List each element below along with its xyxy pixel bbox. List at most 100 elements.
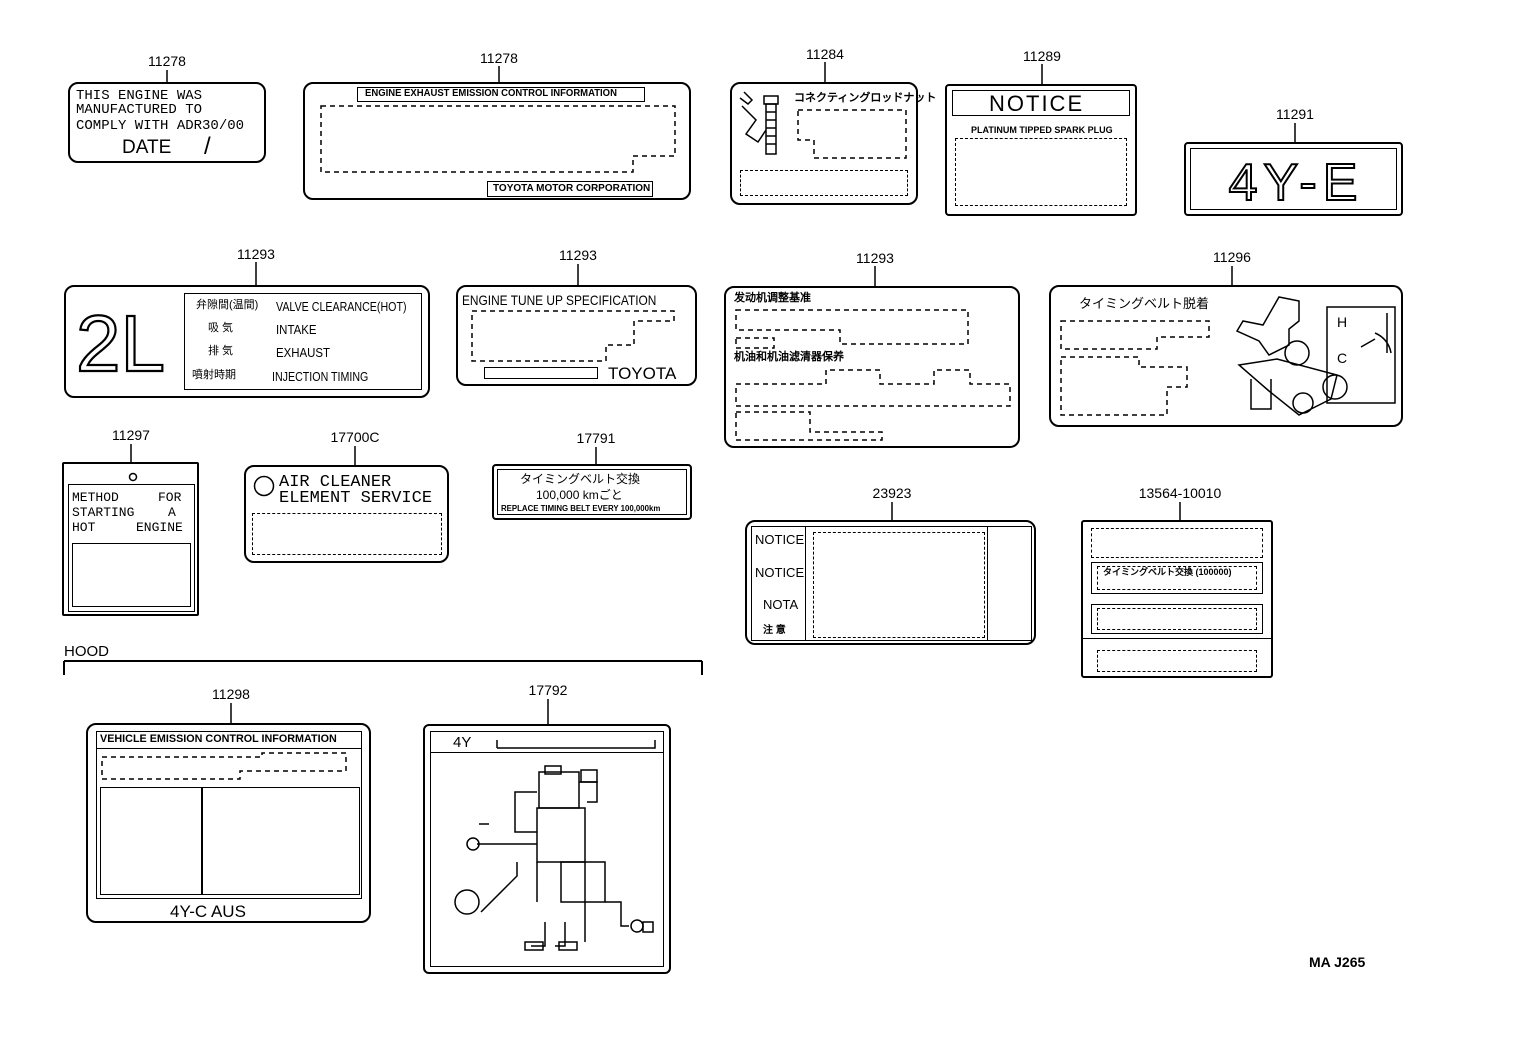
hotstart-word-2: FOR <box>158 490 182 505</box>
notice2-left-divider <box>805 526 806 641</box>
notice2-right-divider <box>987 526 988 641</box>
timingbelt-title: タイミングベルト脱着 <box>1079 296 1210 311</box>
engine-2l-outline: 2L <box>75 301 166 385</box>
multilingual-notice-label: NOTICE NOTICE NOTA 注 意 <box>745 520 1036 645</box>
part-number-11297: 11297 <box>112 427 150 443</box>
chinese-tune-up-label: 发动机调整基准 机油和机油滤清器保养 <box>724 286 1020 448</box>
vacuum-hose-diagram-label: 4Y <box>423 724 671 974</box>
tuneup-dashed-area <box>471 310 675 362</box>
adr-line-2: MANUFACTURED TO <box>76 102 203 118</box>
adr-line-1: THIS ENGINE WAS <box>76 88 203 104</box>
timingbelt-h: H <box>1337 314 1348 330</box>
connrod-dashed-area <box>797 109 907 159</box>
hotstart-word-5: HOT <box>72 520 96 535</box>
vacuum-title-rule <box>430 752 664 753</box>
engine-4ye-outline: 4Y-E <box>1228 153 1364 208</box>
vacuum-bracket <box>496 740 656 749</box>
lbl13564-frame-3 <box>1091 604 1263 634</box>
valve-clearance-2l-label: 2L 弁隙間(温間) VALVE CLEARANCE(HOT) 吸 気 INTA… <box>64 285 430 398</box>
notice-title: NOTICE <box>989 91 1085 116</box>
drawing-code: MA J265 <box>1309 954 1366 970</box>
engine-4ye-text: 4Y-E <box>1229 154 1364 208</box>
chinese-line-1: 发动机调整基准 <box>734 292 811 304</box>
notice2-row-1: NOTICE <box>755 532 805 547</box>
vehicle-header: VEHICLE EMISSION CONTROL INFORMATION <box>100 733 337 745</box>
connrod-title: コネクティングロッドナット <box>794 92 937 104</box>
vacuum-title: 4Y <box>453 734 472 751</box>
hotstart-frame <box>68 484 195 612</box>
exhaust-footer: TOYOTA MOTOR CORPORATION <box>493 183 651 194</box>
aircleaner-dashed-area <box>252 513 442 555</box>
hotstart-word-3: STARTING <box>72 505 135 520</box>
tuneup-brand: TOYOTA <box>608 364 677 383</box>
notice2-row-3: NOTA <box>763 597 799 612</box>
lbl13564-box-1 <box>1091 528 1263 558</box>
vehicle-footer: 4Y-C AUS <box>170 902 246 921</box>
part-number-17792: 17792 <box>528 682 568 698</box>
lbl13564-mid-box <box>1097 566 1257 590</box>
timing-belt-removal-label: タイミングベルト脱着 H C <box>1049 285 1403 427</box>
valve-row-3-en: EXHAUST <box>276 345 331 360</box>
part-number-11278-a: 11278 <box>148 53 186 69</box>
engine-tune-up-label: ENGINE TUNE UP SPECIFICATION TOYOTA <box>456 285 697 386</box>
notice2-inner <box>751 526 1032 641</box>
vehicle-frame <box>96 731 362 899</box>
valve-row-4-en: INJECTION TIMING <box>272 369 369 384</box>
hotstart-word-1: METHOD <box>72 490 119 505</box>
part-number-11293-c: 11293 <box>856 250 894 266</box>
lbl13564-box-4 <box>1097 650 1257 672</box>
valve-row-4-jp: 噴射時期 <box>192 369 236 381</box>
adr-line-3: COMPLY WITH ADR30/00 <box>76 118 245 134</box>
chinese-line-2: 机油和机油滤清器保养 <box>734 351 844 363</box>
notice2-row-4: 注 意 <box>763 625 786 636</box>
engine-2l-text: 2L <box>76 301 165 385</box>
part-number-11293-b: 11293 <box>559 247 597 263</box>
part-number-17700c: 17700C <box>330 429 380 445</box>
part-number-11284: 11284 <box>806 46 844 62</box>
part-number-13564-10010: 13564-10010 <box>1138 485 1222 501</box>
timingbelt-c: C <box>1337 350 1348 366</box>
vehicle-grid-right <box>202 787 360 895</box>
beltreplace-line-1: タイミングベルト交換 <box>520 472 641 486</box>
timingbelt-dashed-areas <box>1060 320 1210 416</box>
notice-title-box <box>952 90 1130 116</box>
tuneup-bottom-box <box>484 367 598 379</box>
vehicle-grid-left <box>100 787 202 895</box>
part-number-11293-a: 11293 <box>237 246 275 262</box>
lbl13564-divider-1 <box>1083 638 1271 639</box>
tuneup-title: ENGINE TUNE UP SPECIFICATION <box>462 292 657 308</box>
engine-exhaust-emission-label: ENGINE EXHAUST EMISSION CONTROL INFORMAT… <box>303 82 691 200</box>
engine-4ye-label: 4Y-E <box>1184 142 1403 216</box>
lbl13564-box-3 <box>1097 608 1257 630</box>
connecting-rod-nut-label: コネクティングロッドナット <box>730 82 936 205</box>
hotstart-word-6: ENGINE <box>136 520 183 535</box>
lbl13564-mid-frame <box>1091 562 1263 594</box>
lbl13564-mid-text: タイミングベルト交換 (100000) <box>1103 567 1232 577</box>
valve-row-1-en: VALVE CLEARANCE(HOT) <box>276 299 407 314</box>
connrod-bottom-box <box>740 170 908 196</box>
beltreplace-line-2: 100,000 kmごと <box>536 488 623 502</box>
exhaust-dashed-area <box>320 105 676 173</box>
air-cleaner-circle-icon <box>253 475 275 497</box>
valve-table-box <box>184 293 422 390</box>
vacuum-frame <box>430 731 664 967</box>
beltreplace-inner <box>497 469 687 515</box>
adr-compliance-label: THIS ENGINE WAS MANUFACTURED TO COMPLY W… <box>68 82 266 163</box>
air-cleaner-label: AIR CLEANER ELEMENT SERVICE <box>244 465 449 563</box>
part-number-11291: 11291 <box>1276 106 1314 122</box>
vehicle-header-rule <box>96 748 362 749</box>
timing-belt-13564-label: タイミングベルト交換 (100000) <box>1081 520 1273 678</box>
wrench-bolt-icon <box>739 91 779 155</box>
valve-row-2-en: INTAKE <box>276 322 317 337</box>
valve-row-1-jp: 弁隙間(温間) <box>196 299 259 311</box>
notice2-dashed-area <box>813 532 985 638</box>
engine-belt-diagram <box>1235 296 1396 416</box>
part-number-11296: 11296 <box>1213 249 1251 265</box>
vacuum-hose-diagram <box>454 765 654 951</box>
notice2-row-2: NOTICE <box>755 565 805 580</box>
part-number-23923: 23923 <box>872 485 912 501</box>
adr-date: DATE <box>122 137 172 158</box>
engine-4ye-inner <box>1190 148 1397 210</box>
hood-label: HOOD <box>64 643 109 660</box>
